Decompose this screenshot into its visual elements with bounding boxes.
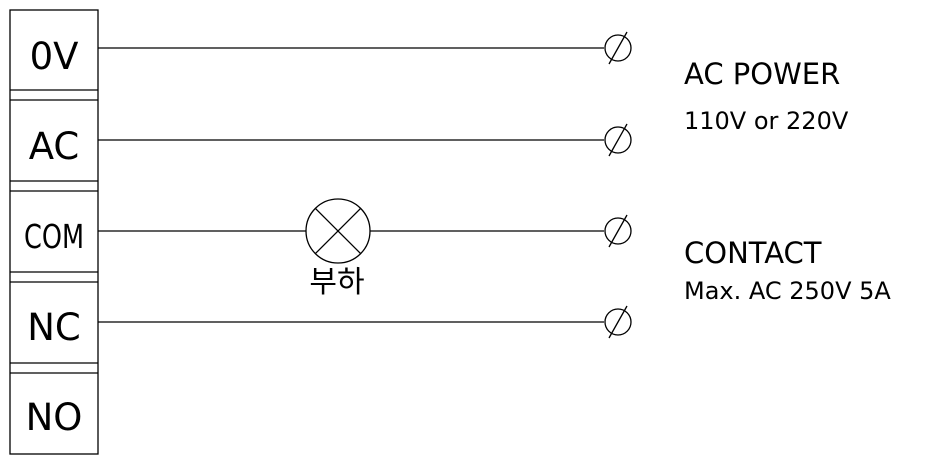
contact-title: CONTACT bbox=[684, 236, 822, 270]
terminal-label-no: NO bbox=[26, 396, 83, 439]
terminal-connector-icon bbox=[604, 123, 632, 157]
lamp-icon bbox=[305, 198, 371, 264]
terminal-connector-icon bbox=[604, 214, 632, 248]
contact-spec: Max. AC 250V 5A bbox=[684, 277, 891, 305]
ac-power-title: AC POWER bbox=[684, 57, 840, 91]
terminal-label-nc: NC bbox=[27, 306, 81, 349]
terminal-label-com: COM bbox=[24, 217, 84, 256]
terminal-block: 0V AC COM NC NO bbox=[9, 9, 99, 455]
load-label: 부하 bbox=[309, 265, 364, 300]
ac-power-spec: 110V or 220V bbox=[684, 107, 849, 135]
terminal-label-0v: 0V bbox=[30, 35, 79, 78]
terminal-block-frame bbox=[9, 9, 99, 455]
terminal-label-ac: AC bbox=[29, 125, 80, 168]
terminal-connector-icon bbox=[604, 31, 632, 65]
terminal-connector-icon bbox=[604, 305, 632, 339]
